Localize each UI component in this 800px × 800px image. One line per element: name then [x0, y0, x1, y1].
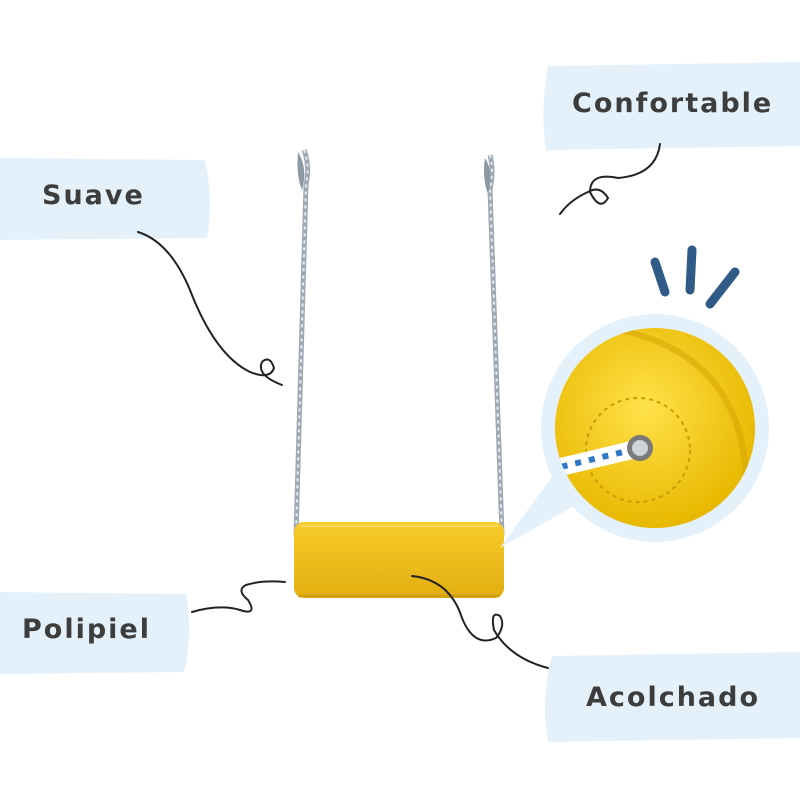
suave-tag-bg — [0, 158, 211, 240]
label-polipiel: Polipiel — [22, 614, 151, 645]
polipiel-tag-bg — [0, 592, 190, 674]
left-rope — [293, 149, 311, 536]
swing-seat — [294, 522, 504, 598]
label-confortable: Confortable — [572, 88, 774, 119]
label-acolchado: Acolchado — [586, 682, 761, 713]
right-rope — [484, 154, 505, 536]
polipiel-pointer — [191, 580, 286, 613]
label-suave: Suave — [42, 180, 145, 211]
suave-pointer — [137, 231, 283, 386]
zoom-detail-bubble — [500, 314, 769, 548]
confortable-tag-bg — [543, 62, 800, 150]
acolchado-pointer — [411, 575, 549, 669]
acolchado-tag-bg — [544, 652, 800, 742]
confortable-pointer — [559, 143, 661, 215]
attention-marks — [650, 245, 740, 309]
